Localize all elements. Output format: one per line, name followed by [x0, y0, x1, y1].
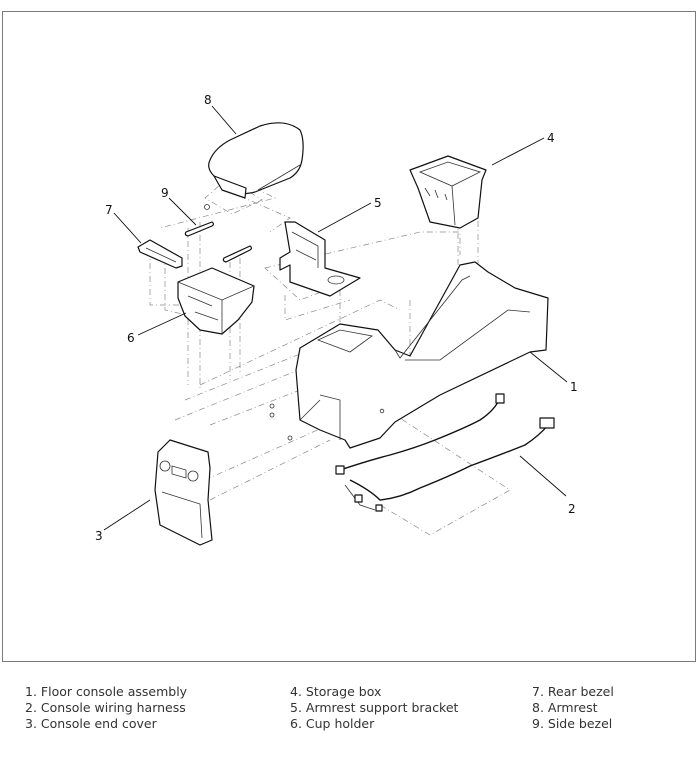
callout-5: 5 [317, 196, 382, 233]
part-floor-console-assembly [295, 261, 549, 449]
legend-column-3: 7. Rear bezel 8. Armrest 9. Side bezel [532, 684, 614, 732]
callout-label-9: 9 [161, 186, 169, 200]
callouts: 8 4 9 5 7 6 1 2 [95, 93, 578, 543]
part-cup-holder [177, 267, 255, 335]
callout-label-1: 1 [570, 380, 578, 394]
callout-1: 1 [529, 351, 578, 394]
exploded-parts-diagram: 8 4 9 5 7 6 1 2 [95, 93, 578, 546]
part-side-bezel [184, 221, 253, 263]
callout-label-2: 2 [568, 502, 576, 516]
legend-column-1: 1. Floor console assembly 2. Console wir… [25, 684, 187, 732]
callout-label-6: 6 [127, 331, 135, 345]
callout-2: 2 [519, 455, 576, 516]
part-rear-bezel [137, 239, 183, 269]
callout-4: 4 [491, 131, 555, 166]
callout-7: 7 [105, 203, 142, 244]
part-armrest-support-bracket [279, 221, 361, 297]
legend-item-rear-bezel: 7. Rear bezel [532, 684, 614, 699]
callout-label-5: 5 [374, 196, 382, 210]
legend-item-cup-holder: 6. Cup holder [290, 716, 375, 731]
diagram-frame [2, 11, 696, 662]
legend-item-console-wiring-harness: 2. Console wiring harness [25, 700, 186, 715]
callout-6: 6 [127, 312, 187, 345]
legend-item-console-end-cover: 3. Console end cover [25, 716, 157, 731]
legend-column-2: 4. Storage box 5. Armrest support bracke… [290, 684, 458, 732]
part-storage-box [409, 155, 487, 229]
callout-9: 9 [161, 186, 197, 226]
part-console-wiring-harness [335, 393, 555, 512]
callout-label-3: 3 [95, 529, 103, 543]
part-console-end-cover [154, 439, 213, 546]
legend-item-storage-box: 4. Storage box [290, 684, 382, 699]
callout-label-4: 4 [547, 131, 555, 145]
legend-item-armrest-support-bracket: 5. Armrest support bracket [290, 700, 459, 715]
callout-label-7: 7 [105, 203, 113, 217]
legend-item-armrest: 8. Armrest [532, 700, 598, 715]
callout-8: 8 [204, 93, 237, 135]
legend-item-side-bezel: 9. Side bezel [532, 716, 613, 731]
screws [269, 403, 293, 441]
legend-item-floor-console-assembly: 1. Floor console assembly [25, 684, 188, 699]
part-armrest [204, 122, 304, 210]
callout-label-8: 8 [204, 93, 212, 107]
callout-3: 3 [95, 499, 151, 543]
